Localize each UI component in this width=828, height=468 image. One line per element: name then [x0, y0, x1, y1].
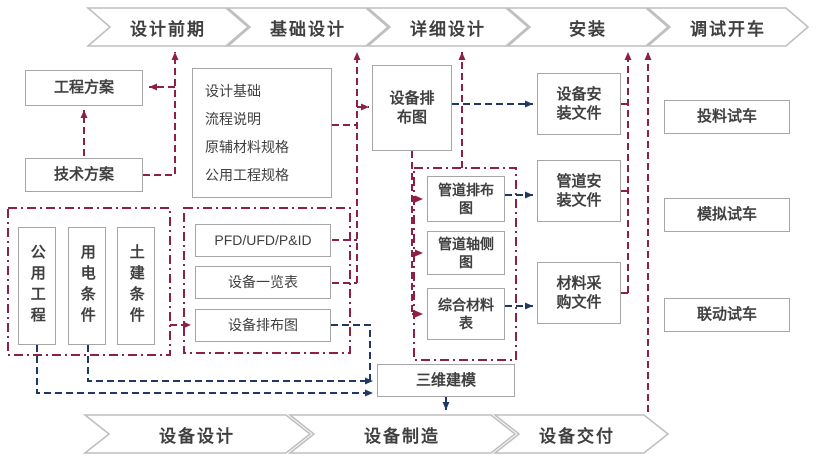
connector-power-to-3d	[87, 345, 370, 382]
chevron-phase-basic-design	[225, 7, 390, 47]
group-site-conditions	[7, 207, 171, 356]
equipment-list-box: 设备一览表	[195, 266, 331, 299]
chevron-phase-equipment-design	[82, 414, 312, 454]
engineering-plan-box: 工程方案	[25, 70, 143, 106]
three-d-modeling-box: 三维建模	[377, 364, 515, 397]
pfd-box: PFD/UFD/P&ID	[195, 224, 331, 257]
equipment-layout-basic-box: 设备排布图	[195, 309, 331, 342]
phase-label-equipment-design: 设备设计	[159, 427, 235, 446]
chevron-phase-detailed-design	[365, 7, 530, 47]
technical-plan-box: 技术方案	[25, 158, 143, 192]
phase-label-detailed-design: 详细设计	[410, 20, 486, 39]
group-basic-design-drawings	[183, 207, 351, 354]
pipe-isometric-box: 管道轴侧图	[427, 231, 505, 275]
design-basis-line: 设计基础	[205, 82, 261, 99]
material-purchase-doc-box: 材料采购文件	[537, 262, 621, 324]
pipe-layout-box: 管道排布图	[427, 176, 505, 222]
design-basis-line: 原辅材料规格	[205, 139, 289, 155]
design-basis-line: 公用工程规格	[205, 167, 289, 184]
chevron-phase-install	[505, 7, 670, 47]
phase-label-commissioning: 调试开车	[690, 20, 766, 39]
phase-label-predesign: 设计前期	[130, 20, 206, 39]
phase-label-install: 安装	[569, 20, 607, 39]
utility-engineering-box: 公用工程	[18, 227, 56, 345]
civil-condition-box: 土建条件	[117, 227, 155, 345]
power-condition-box: 用电条件	[68, 227, 106, 345]
phase-label-equipment-delivery: 设备交付	[539, 427, 615, 446]
material-summary-box: 综合材料表	[427, 288, 505, 340]
group-piping-drawings	[413, 167, 517, 361]
chevron-phase-equipment-manufacture	[287, 414, 517, 454]
connector-docs-collector	[621, 103, 628, 294]
feed-commissioning-box: 投料试车	[664, 100, 790, 134]
phase-label-equipment-manufacture: 设备制造	[364, 427, 440, 446]
design-basis-line: 流程说明	[205, 110, 261, 127]
connector-technical-plan-to-basic-design	[143, 52, 179, 176]
design-basis-box: 设计基础 流程说明 原辅材料规格 公用工程规格	[192, 68, 332, 198]
connector-layout-to-3d	[331, 324, 373, 385]
equipment-install-doc-box: 设备安装文件	[537, 73, 621, 135]
simulated-commissioning-box: 模拟试车	[664, 198, 790, 232]
pipe-install-doc-box: 管道安装文件	[537, 160, 621, 222]
equipment-layout-detail-box: 设备排布图	[372, 65, 452, 151]
chevron-phase-commissioning	[645, 7, 810, 47]
chevron-phase-equipment-delivery	[492, 414, 670, 454]
linked-commissioning-box: 联动试车	[664, 298, 790, 332]
chevron-phase-predesign	[85, 7, 250, 47]
connector-utility-to-3d	[36, 345, 373, 397]
phase-label-basic-design: 基础设计	[270, 20, 346, 39]
